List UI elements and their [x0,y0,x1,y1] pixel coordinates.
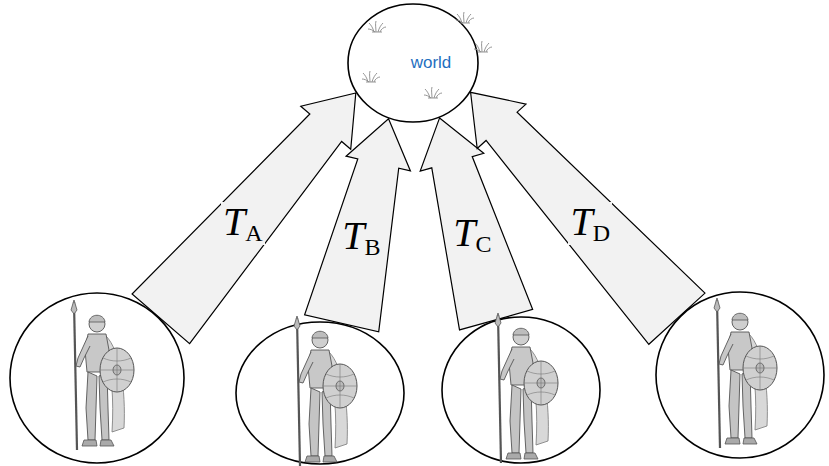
transform-label: TB [340,216,382,259]
grass-tuft [456,12,474,23]
transform-label: TD [568,202,612,245]
ellipse-shape [236,322,404,464]
circle-outline [9,292,185,464]
soldier-figure [294,316,357,466]
circle-outline [441,316,601,464]
object-circle [655,291,825,459]
transform-arrow [305,119,411,332]
transform-label: TA [221,202,265,245]
ellipse-shape [10,293,184,463]
edge-label-holder: TA [221,202,265,245]
ellipse-shape [442,317,600,463]
circle-outline [235,321,405,465]
soldier-figure [71,300,134,450]
ellipse-shape [656,292,824,458]
soldier-figure [714,298,777,448]
edge-label-holder: TB [340,216,382,259]
grass-tuft [368,21,386,32]
grass-tuft [424,87,442,98]
ellipse-shape [348,4,478,122]
transform-arrow [471,92,705,344]
grass-tuft [362,71,380,82]
edge-label-holder: TC [451,213,493,256]
node-label: world [375,53,452,73]
world-circle: world [347,3,479,123]
object-circle [235,321,405,465]
grass-tuft [474,41,492,52]
circle-outline [655,291,825,459]
transform-label: TC [451,213,493,256]
soldier-figure [495,313,558,463]
edge-label-holder: TD [568,202,612,245]
object-circle [441,316,601,464]
object-circle [9,292,185,464]
